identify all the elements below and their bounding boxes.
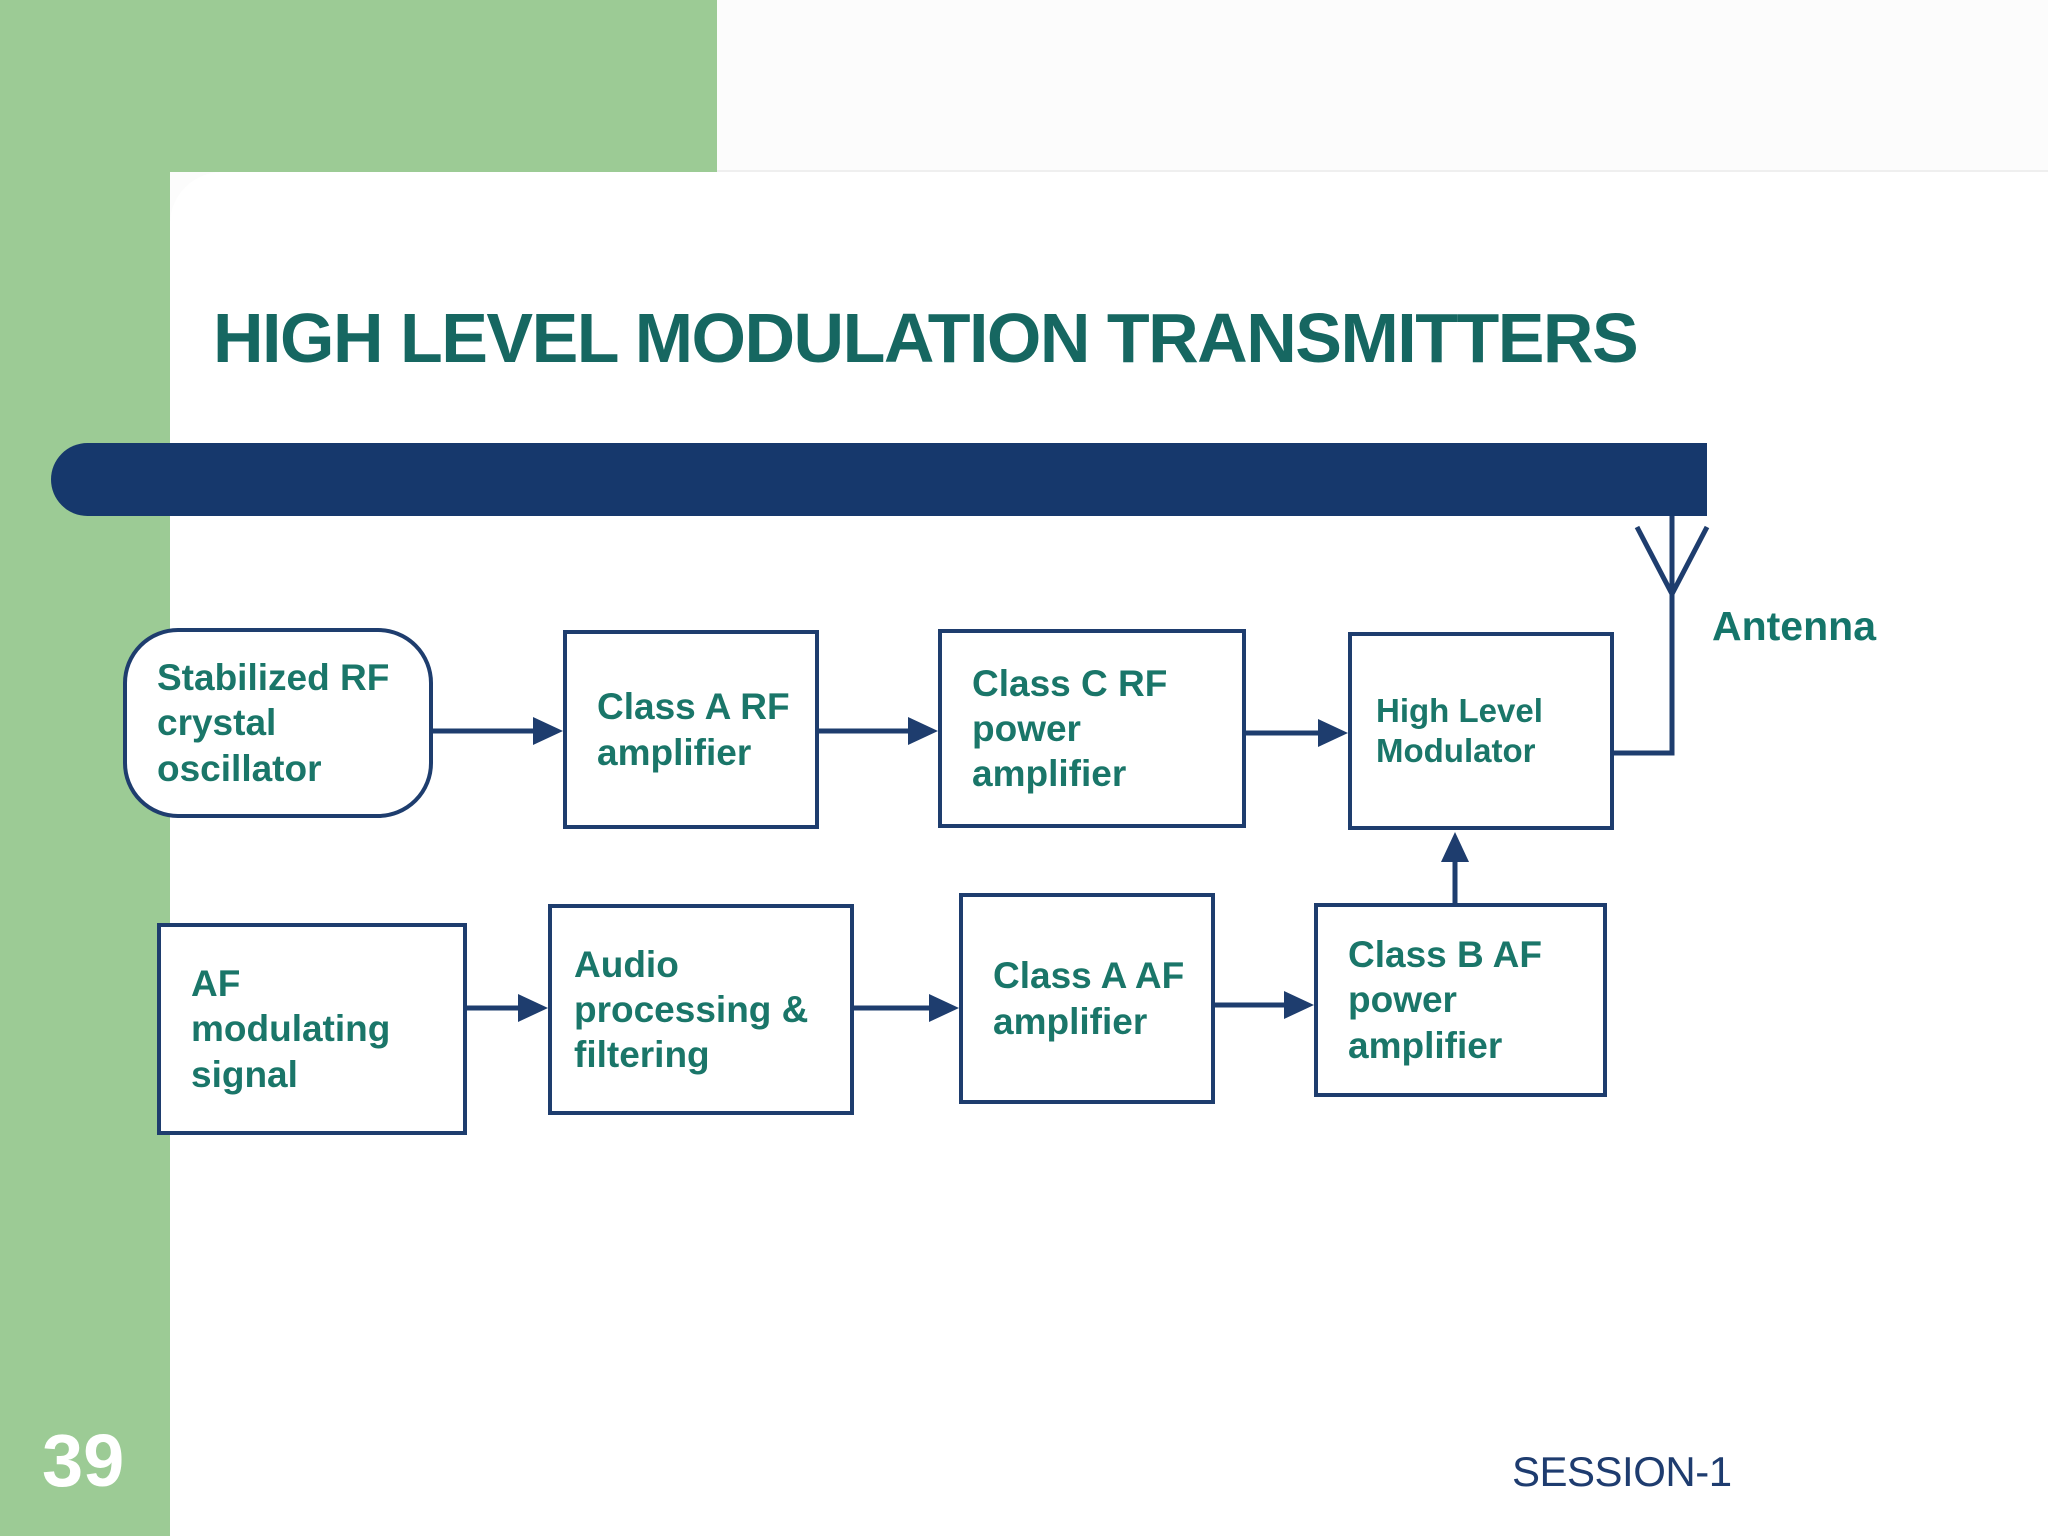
content-panel	[170, 172, 2048, 1536]
block-class-c-rf-power-amplifier: Class C RF power amplifier	[938, 629, 1246, 828]
block-label: Audio processing & filtering	[574, 943, 809, 1076]
block-label: Class B AF power amplifier	[1348, 934, 1542, 1066]
block-class-a-af-amplifier: Class A AF amplifier	[959, 893, 1215, 1104]
page-number: 39	[42, 1419, 125, 1502]
block-stabilized-rf-crystal-oscillator: Stabilized RF crystal oscillator	[123, 628, 433, 818]
block-high-level-modulator: High Level Modulator	[1348, 632, 1614, 830]
block-af-modulating-signal: AF modulating signal	[157, 923, 467, 1135]
block-label: Class A RF amplifier	[597, 686, 790, 773]
title-underline-bar	[51, 443, 1707, 516]
block-class-b-af-power-amplifier: Class B AF power amplifier	[1314, 903, 1607, 1097]
panel-top-seam	[717, 170, 2048, 172]
block-label: High Level Modulator	[1376, 691, 1543, 769]
block-label: AF modulating signal	[191, 963, 391, 1095]
block-label: Class C RF power amplifier	[972, 662, 1168, 795]
slide-title: HIGH LEVEL MODULATION TRANSMITTERS	[213, 299, 1639, 377]
antenna-label: Antenna	[1712, 603, 1876, 649]
block-label: Stabilized RF crystal oscillator	[157, 657, 390, 789]
block-audio-processing-filtering: Audio processing & filtering	[548, 904, 854, 1115]
block-label: Class A AF amplifier	[993, 955, 1185, 1042]
footer-session-label: SESSION-1	[1512, 1448, 1732, 1495]
block-class-a-rf-amplifier: Class A RF amplifier	[563, 630, 819, 829]
